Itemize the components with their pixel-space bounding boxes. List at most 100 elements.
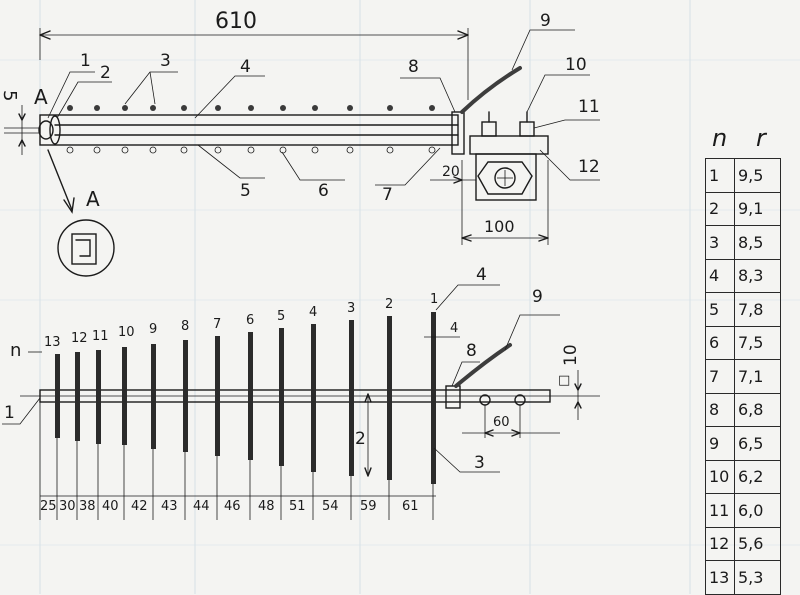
row-r: 9,5: [734, 158, 781, 193]
spacing-8: 46: [224, 499, 241, 514]
row-r: 9,1: [734, 191, 781, 226]
length-610: 610: [215, 9, 257, 34]
side-callout-9: 9: [532, 287, 543, 307]
spacing-3: 38: [79, 499, 96, 514]
row-r: 7,8: [734, 292, 781, 327]
element-num-1: 1: [430, 292, 438, 307]
side-row-label: n: [10, 340, 21, 361]
element-num-9: 9: [149, 322, 157, 337]
detail-label: A: [86, 187, 100, 211]
callout-4: 4: [240, 57, 251, 77]
element-num-3: 3: [347, 301, 355, 316]
top-view: 610 5 A: [0, 9, 600, 277]
callout-11: 11: [578, 97, 600, 117]
spacing-12: 59: [360, 499, 377, 514]
row-n: 6: [705, 325, 735, 360]
row-n: 2: [705, 191, 735, 226]
row-n: 4: [705, 258, 735, 293]
spacing-5: 42: [131, 499, 148, 514]
row-n: 10: [705, 459, 735, 494]
callout-2: 2: [100, 63, 111, 83]
callout-8: 8: [408, 57, 419, 77]
row-n: 7: [705, 359, 735, 394]
side-callout-4: 4: [476, 265, 487, 285]
callout-10: 10: [565, 55, 587, 75]
callout-7: 7: [382, 185, 393, 205]
callout-12: 12: [578, 157, 600, 177]
element-num-2: 2: [385, 297, 393, 312]
element-num-10: 10: [118, 325, 135, 340]
row-r: 8,3: [734, 258, 781, 293]
element-num-11: 11: [92, 329, 109, 344]
spacing-7: 44: [193, 499, 210, 514]
row-n: 9: [705, 426, 735, 461]
element-ends-bottom: [66, 146, 436, 154]
element-num-7: 7: [213, 317, 221, 332]
spacing-2: 30: [59, 499, 76, 514]
dim-100: 100: [484, 217, 515, 236]
row-n: 3: [705, 225, 735, 260]
gap-2: 2: [355, 429, 366, 449]
element-ends-top: [67, 105, 435, 111]
side-callout-1: 1: [4, 403, 15, 423]
callout-9: 9: [540, 11, 551, 31]
side-width-4: 4: [450, 321, 458, 336]
row-n: 8: [705, 392, 735, 427]
spacing-grid: [39, 402, 436, 520]
marker-a: A: [34, 85, 48, 109]
side-elements: [55, 312, 436, 484]
row-n: 13: [705, 560, 735, 595]
element-num-4: 4: [309, 305, 317, 320]
col-n-header: n: [712, 124, 728, 152]
row-r: 6,0: [734, 493, 781, 528]
row-r: 5,3: [734, 560, 781, 595]
row-n: 11: [705, 493, 735, 528]
side-callout-8: 8: [466, 341, 477, 361]
element-num-5: 5: [277, 309, 285, 324]
element-num-6: 6: [246, 313, 254, 328]
element-num-13: 13: [44, 335, 61, 350]
table-header: n r: [712, 124, 792, 154]
side-view: n 13 12 11 10 9 8: [2, 265, 600, 520]
dim-60: 60: [493, 415, 510, 430]
row-n: 1: [705, 158, 735, 193]
row-r: 5,6: [734, 526, 781, 561]
side-callout-3: 3: [474, 453, 485, 473]
element-num-8: 8: [181, 319, 189, 334]
row-r: 7,1: [734, 359, 781, 394]
spacing-11: 54: [322, 499, 339, 514]
callout-3: 3: [160, 51, 171, 71]
callout-6: 6: [318, 181, 329, 201]
col-r-header: r: [756, 124, 766, 152]
spacing-6: 43: [161, 499, 178, 514]
spacing-9: 48: [258, 499, 275, 514]
dim-10: 10: [561, 344, 581, 366]
dim-20: 20: [442, 164, 460, 180]
row-n: 12: [705, 526, 735, 561]
element-num-12: 12: [71, 331, 88, 346]
spacing-1: 25: [40, 499, 57, 514]
row-r: 7,5: [734, 325, 781, 360]
square-sign: □: [558, 373, 570, 388]
row-n: 5: [705, 292, 735, 327]
row-r: 8,5: [734, 225, 781, 260]
spacing-13: 61: [402, 499, 419, 514]
row-r: 6,2: [734, 459, 781, 494]
row-r: 6,8: [734, 392, 781, 427]
callout-1: 1: [80, 51, 91, 71]
